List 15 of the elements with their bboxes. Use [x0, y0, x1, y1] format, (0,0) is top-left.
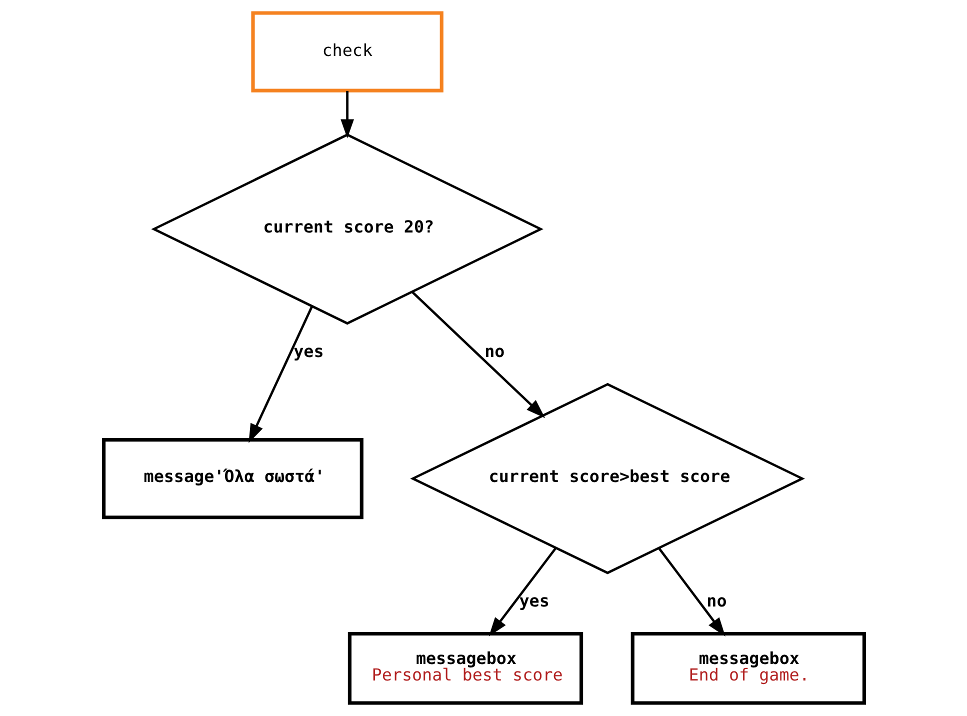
edge-label: no	[706, 590, 726, 611]
edge-label: yes	[518, 590, 549, 611]
node-box: messagebox Personal best score	[347, 632, 583, 705]
node-diamond: current score>best score	[410, 382, 804, 574]
edge-label: no	[484, 341, 504, 362]
node-box: check	[250, 11, 443, 92]
arrow	[248, 306, 313, 444]
arrow	[658, 548, 725, 637]
edge-label: yes	[293, 341, 324, 362]
arrow	[488, 547, 556, 636]
node-box: messagebox End of game.	[630, 632, 866, 705]
arrow	[340, 90, 354, 138]
arrow	[410, 291, 545, 418]
node-diamond: current score 20?	[150, 133, 543, 325]
node-box: message'Όλα σωστά'	[101, 438, 363, 520]
